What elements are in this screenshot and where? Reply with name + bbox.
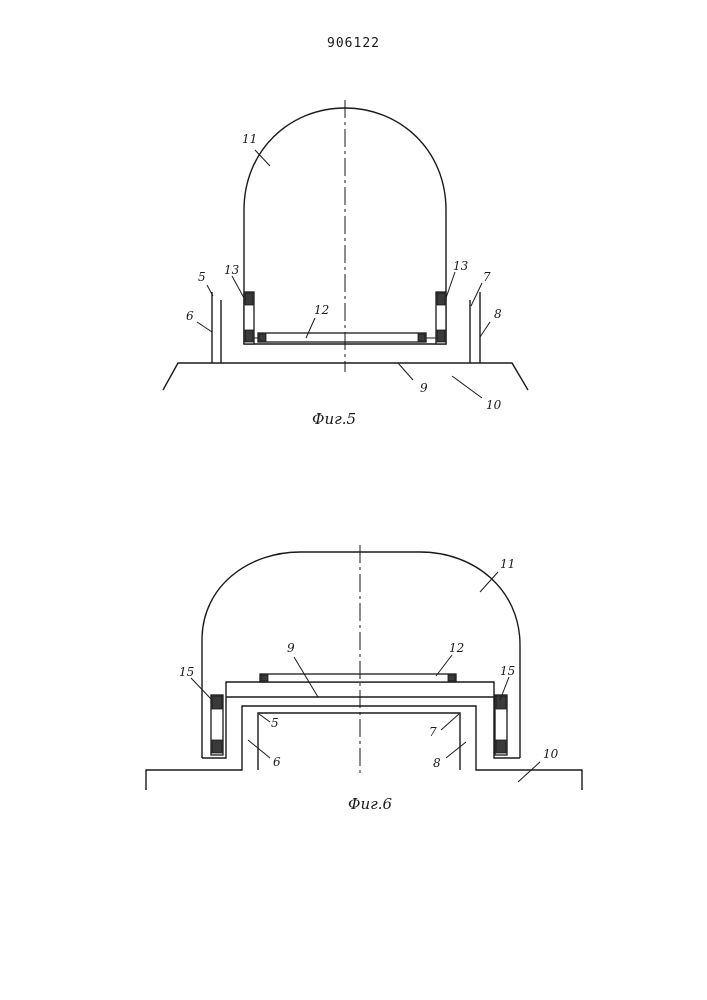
fig6-leader-6 (248, 740, 270, 758)
fig5-label-7: 7 (483, 270, 491, 284)
fig5-label-9: 9 (420, 381, 428, 395)
fig5-cover-plate (258, 333, 426, 342)
figure-5: 11 13 13 5 6 7 8 12 9 10 Фиг.5 (163, 100, 528, 428)
fig6-label-15-left: 15 (179, 665, 194, 679)
fig5-plate-seal-right (418, 334, 425, 341)
fig6-leader-5 (259, 714, 270, 722)
fig5-seal-13-left (245, 293, 253, 305)
fig5-label-6: 6 (186, 309, 194, 323)
fig5-leader-8 (480, 322, 490, 337)
fig5-seal-13-right-lower (437, 330, 445, 342)
fig5-leader-13b (446, 272, 455, 298)
fig5-leader-13a (232, 276, 244, 298)
fig6-inner-step (258, 713, 460, 770)
fig6-label-5: 5 (271, 716, 279, 730)
fig6-cover-plate (260, 674, 456, 682)
fig5-leader-5 (207, 285, 213, 296)
fig6-leader-8 (446, 742, 466, 758)
fig6-plate-seal-right (448, 675, 455, 681)
fig5-label-11: 11 (242, 132, 257, 146)
fig5-label-12: 12 (314, 303, 329, 317)
fig6-plate-seal-left (261, 675, 268, 681)
fig5-label-8: 8 (494, 307, 502, 321)
fig6-label-12: 12 (449, 641, 464, 655)
fig6-label-7: 7 (429, 725, 437, 739)
fig5-plate-seal-left (259, 334, 266, 341)
fig6-leader-7 (441, 714, 459, 730)
figure-6: 11 9 12 15 15 5 6 7 8 10 Фиг.6 (146, 545, 582, 813)
fig6-leader-10 (518, 762, 540, 782)
fig5-label-13-right: 13 (453, 259, 469, 273)
fig6-label-10: 10 (543, 747, 559, 761)
fig5-label-13-left: 13 (224, 263, 240, 277)
fig6-label-9: 9 (287, 641, 295, 655)
fig6-label-6: 6 (273, 755, 281, 769)
fig5-leader-10 (452, 376, 482, 398)
fig5-label-10: 10 (486, 398, 502, 412)
fig5-leader-9 (398, 363, 413, 380)
fig6-label-8: 8 (433, 756, 441, 770)
fig6-caption: Фиг.6 (348, 795, 392, 813)
fig6-flange (202, 682, 520, 758)
fig5-label-5: 5 (198, 270, 206, 284)
fig6-seal-15-left (212, 696, 222, 709)
fig5-leader-6 (197, 322, 212, 332)
fig6-label-11: 11 (500, 557, 515, 571)
fig5-seal-13-left-lower (245, 330, 253, 342)
fig6-dome (202, 552, 520, 758)
fig5-seal-13-right (437, 293, 445, 305)
fig5-caption: Фиг.5 (312, 410, 356, 428)
fig6-seal-15-right-lower (496, 740, 506, 753)
fig6-seal-15-left-lower (212, 740, 222, 753)
fig6-label-15-right: 15 (500, 664, 515, 678)
fig6-leader-12 (436, 655, 452, 676)
